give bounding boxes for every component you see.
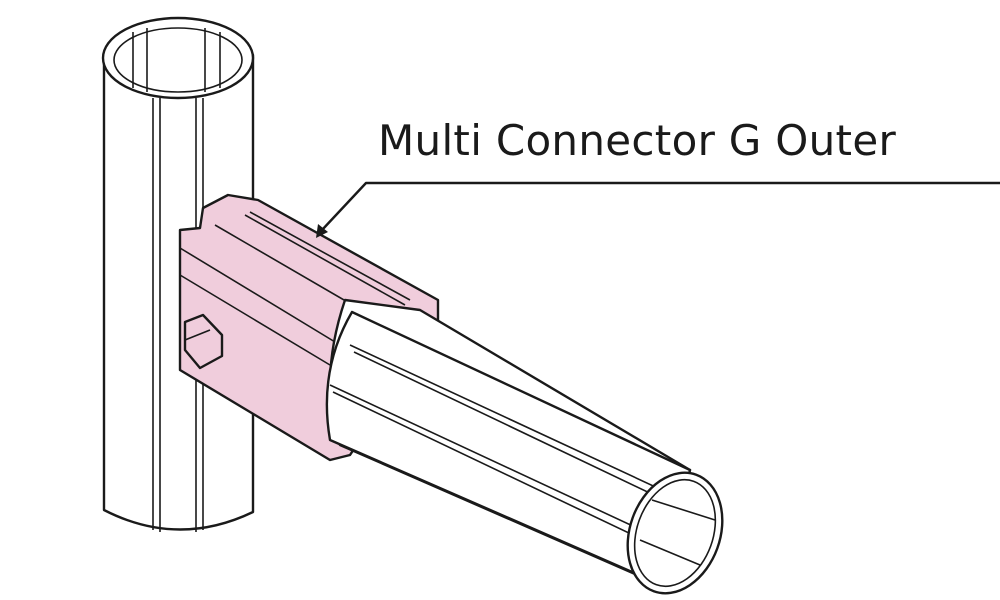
callout-leader (316, 181, 1000, 238)
vertical-pipe (101, 16, 255, 532)
horizontal-pipe (325, 298, 724, 595)
callout-label: Multi Connector G Outer (378, 116, 897, 165)
